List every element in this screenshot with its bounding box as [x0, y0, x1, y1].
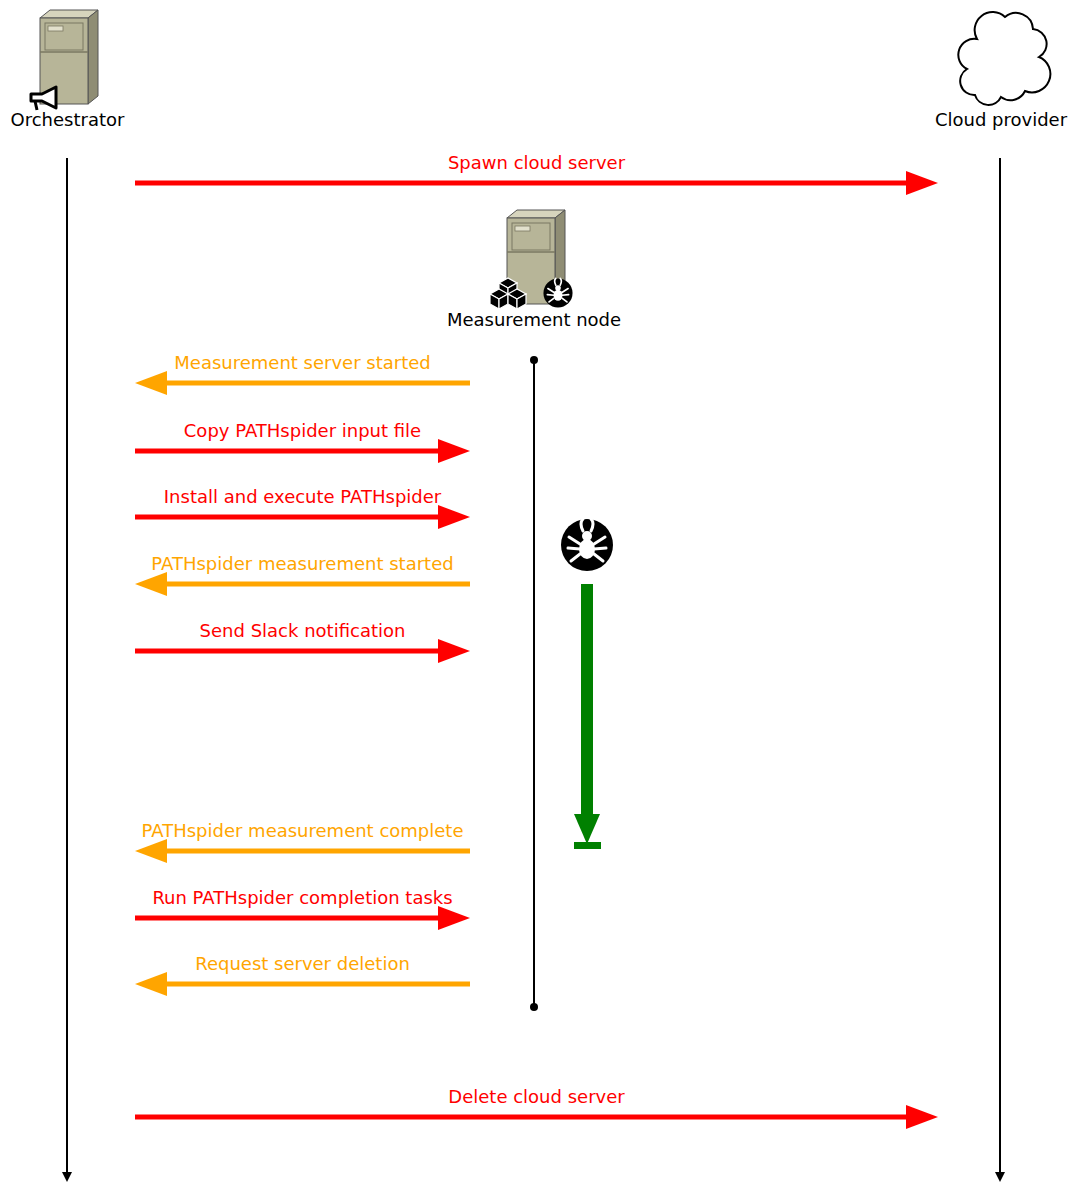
measurement-duration-arrow [574, 584, 601, 849]
message-label: Spawn cloud server [448, 153, 625, 173]
message-arrow [167, 982, 470, 987]
participant: Measurement node [470, 205, 598, 1010]
message-label: Delete cloud server [448, 1087, 624, 1107]
message-arrow [135, 181, 906, 186]
message-arrow [135, 515, 438, 520]
message-arrow [167, 582, 470, 587]
message-arrow [135, 649, 438, 654]
participant: Cloud provider [938, 0, 1064, 1182]
message-label: Request server deletion [195, 954, 410, 974]
message-arrow [135, 449, 438, 454]
participant-name: Cloud provider [935, 110, 1067, 130]
message-arrow [135, 916, 438, 921]
megaphone-icon [31, 87, 56, 110]
participant-name: Orchestrator [11, 110, 125, 130]
cloud-icon [958, 12, 1050, 105]
message-label: Run PATHspider completion tasks [152, 888, 452, 908]
lifeline [995, 158, 1005, 1182]
message-label: Measurement server started [174, 353, 430, 373]
message-label: PATHspider measurement complete [142, 821, 464, 841]
activation-line [530, 356, 538, 1011]
participant-name: Measurement node [447, 310, 621, 330]
spider-icon [561, 519, 613, 571]
message-arrow [167, 849, 470, 854]
package-icon [490, 278, 526, 309]
participant: Orchestrator [0, 0, 135, 1182]
message-label: Install and execute PATHspider [164, 487, 441, 507]
message-arrow [135, 1115, 906, 1120]
message-arrow [167, 381, 470, 386]
message-label: Send Slack notification [200, 621, 406, 641]
message-label: Copy PATHspider input file [184, 421, 421, 441]
message-label: PATHspider measurement started [151, 554, 453, 574]
spider-icon [543, 278, 572, 307]
lifeline [62, 158, 72, 1182]
